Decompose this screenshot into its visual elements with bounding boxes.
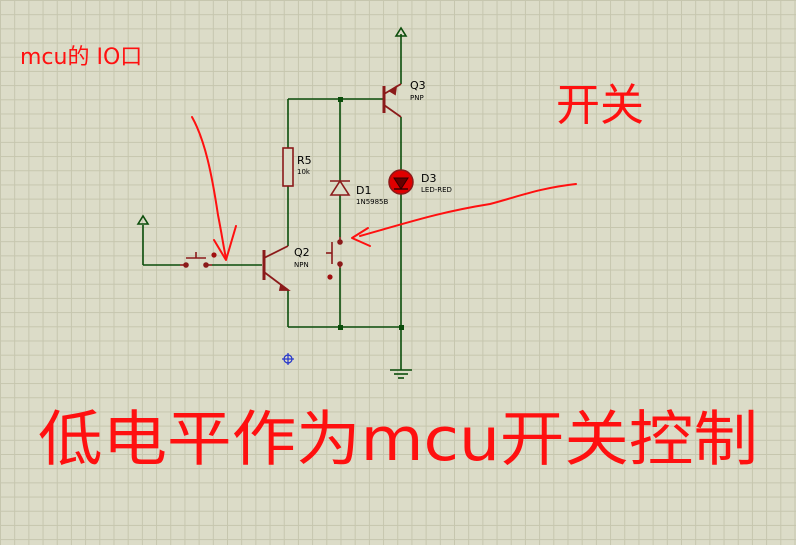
power-terminal-top[interactable] (394, 26, 408, 37)
annotation-arrows (191, 116, 577, 261)
arrow-down-to-input (191, 116, 227, 259)
junction-dot (338, 97, 343, 102)
pushbutton-switch[interactable] (326, 237, 343, 268)
transistor-q2[interactable] (262, 245, 291, 291)
transistor-q3[interactable] (382, 83, 402, 118)
arrow-head-switch (351, 227, 371, 247)
r5-value: 10k (297, 168, 311, 176)
ground-symbol[interactable] (390, 369, 412, 379)
junctions (338, 97, 404, 330)
q3-ref: Q3 (410, 79, 426, 92)
sw2-pin-dot (327, 274, 333, 280)
junction-dot (338, 325, 343, 330)
led-d3[interactable] (388, 169, 414, 195)
d3-value: LED-RED (421, 186, 452, 194)
origin-marker-icon (282, 353, 294, 365)
d3-ref: D3 (421, 172, 436, 185)
annotation-low-level: 低电平作为mcu开关控制 (38, 405, 758, 475)
annotation-switch: 开关 (556, 80, 644, 131)
sw1-pin-dot (211, 252, 217, 258)
r5-ref: R5 (297, 154, 312, 167)
pushbutton-input[interactable] (180, 252, 212, 268)
annotation-mcu-io: mcu的 IO口 (20, 45, 142, 70)
q2-ref: Q2 (294, 246, 310, 259)
power-terminal-input[interactable] (136, 214, 150, 225)
d1-value: 1N5985B (356, 198, 389, 206)
arrow-to-switch (359, 183, 577, 237)
d1-ref: D1 (356, 184, 371, 197)
diode-d1[interactable] (329, 179, 351, 196)
arrow-head-input (213, 225, 237, 261)
q3-value: PNP (410, 94, 424, 102)
resistor-r5[interactable] (282, 147, 294, 187)
junction-dot (399, 325, 404, 330)
q2-value: NPN (294, 261, 309, 269)
